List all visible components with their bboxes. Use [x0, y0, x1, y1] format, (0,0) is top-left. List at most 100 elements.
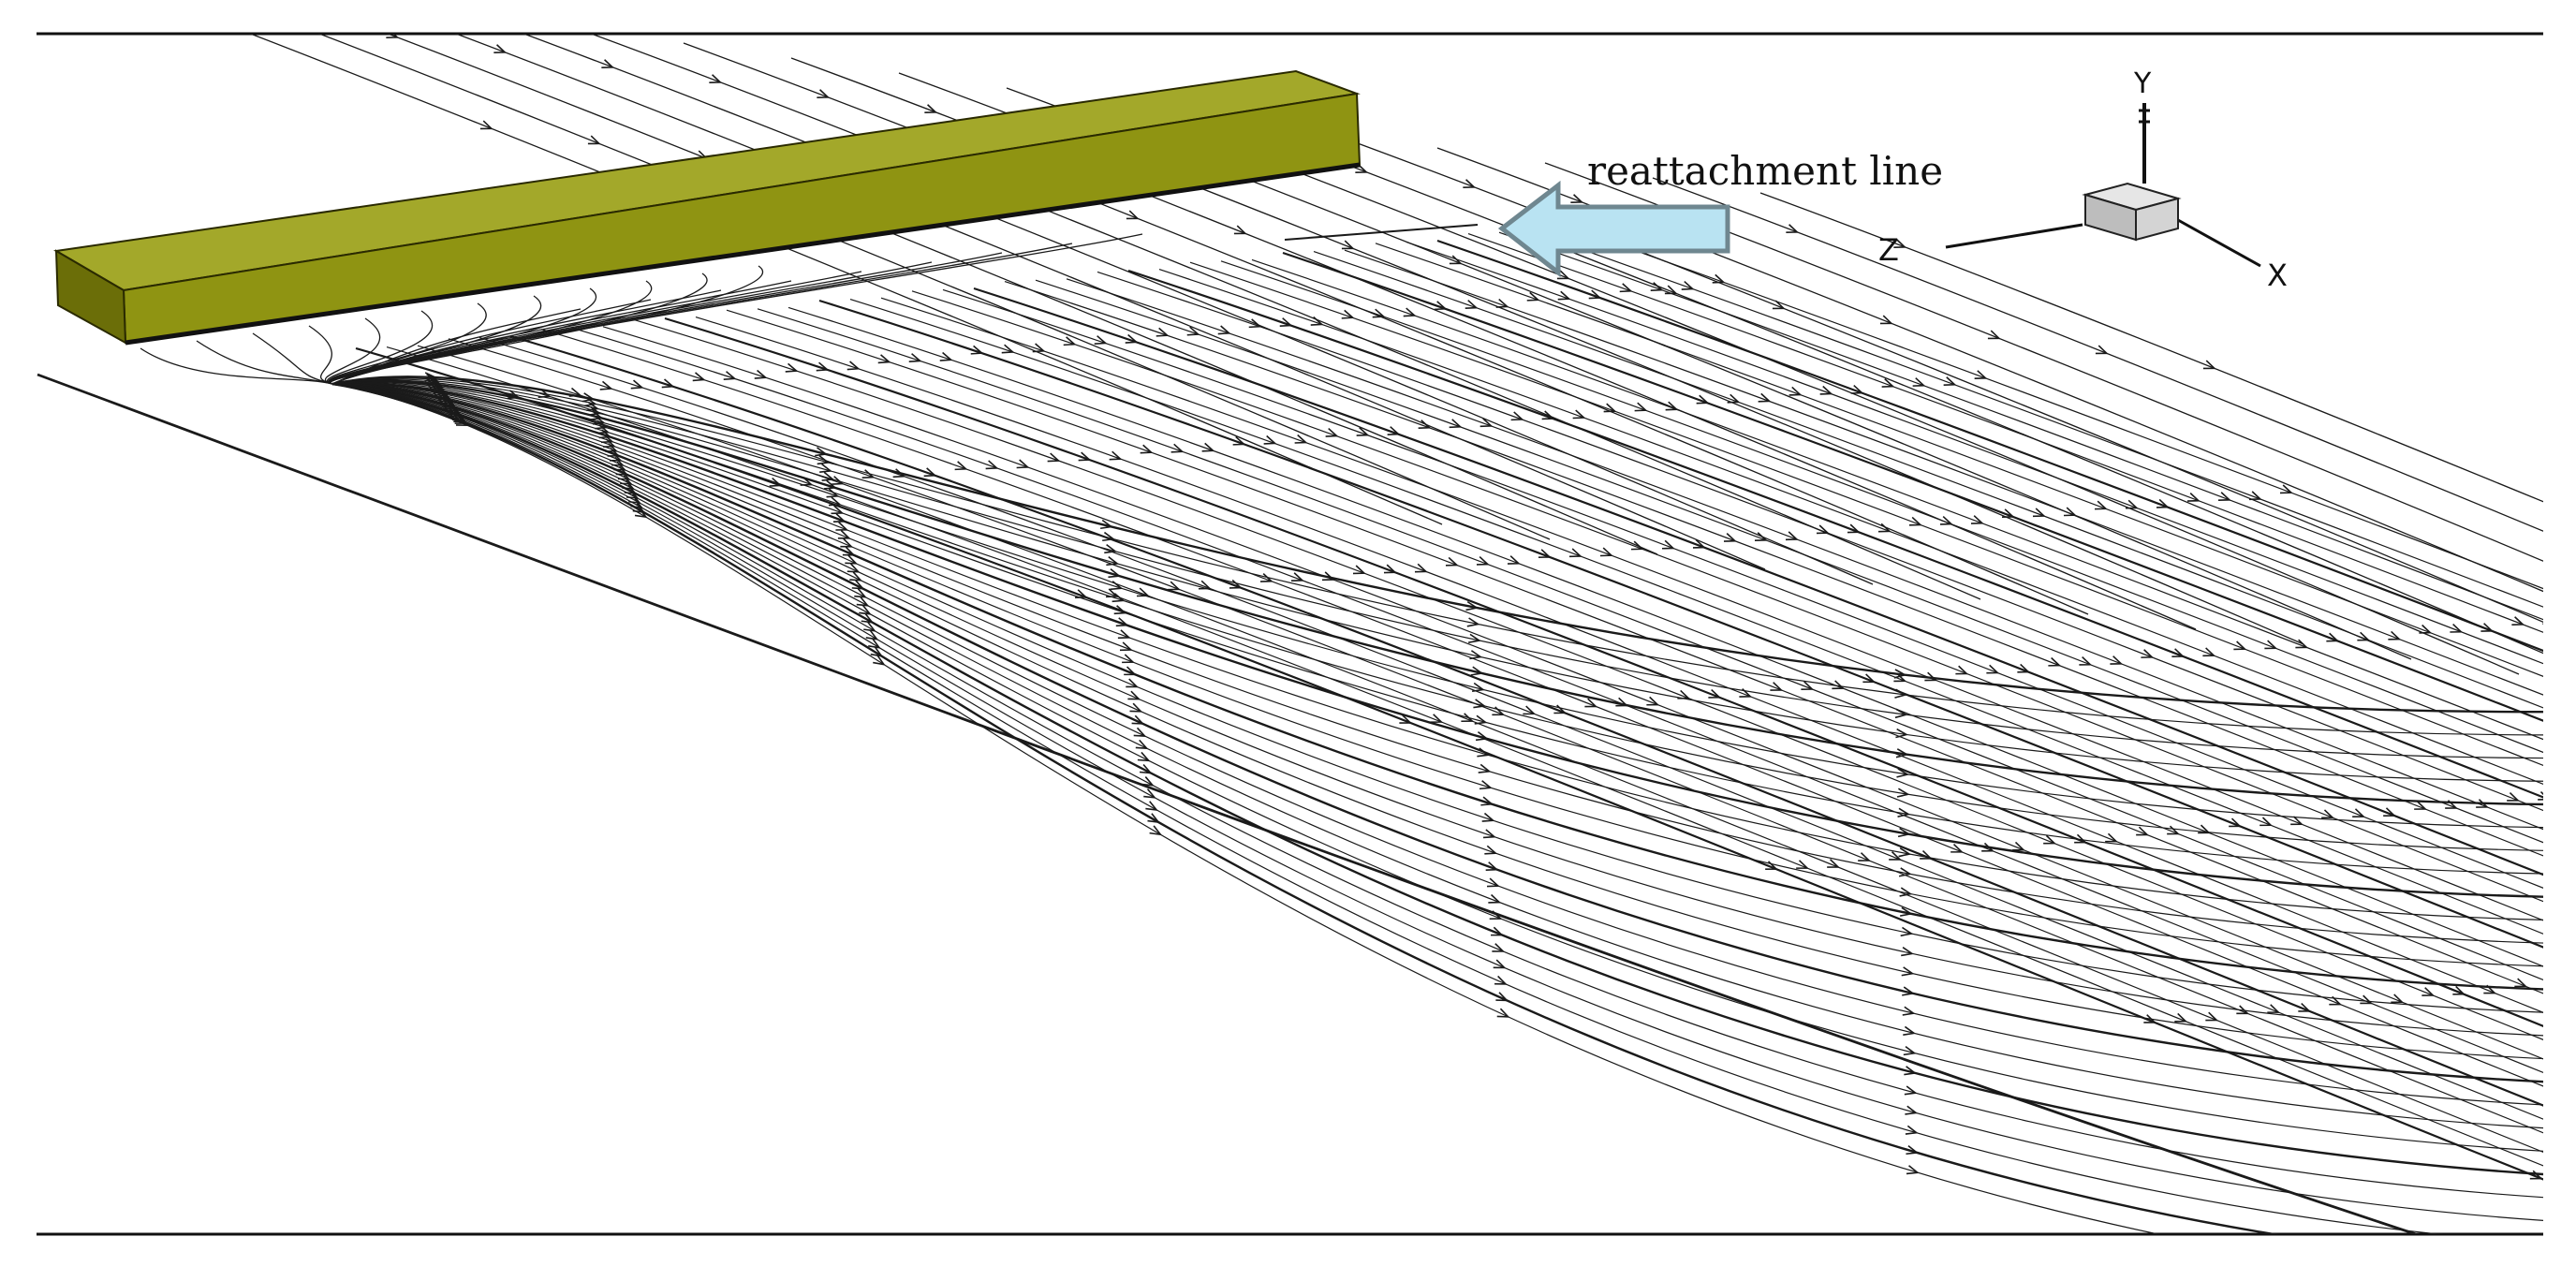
streamline-surface-arrow	[954, 461, 968, 471]
streamline-surface-arrow	[1140, 444, 1154, 454]
streamline-surface-arrow	[1047, 452, 1061, 463]
streamline-surface-arrow	[692, 372, 706, 382]
streamline-surface	[1097, 271, 2543, 812]
streamline-separation-fan-arrow	[1899, 906, 1913, 917]
streamline-separation-fan-arrow	[1493, 959, 1507, 969]
streamline-separation-fan-arrow	[856, 596, 870, 607]
streamline-surface-arrow	[2357, 631, 2371, 641]
annotation: reattachment line	[1497, 148, 1943, 278]
streamline-surface-arrow	[1201, 442, 1215, 452]
streamline-separation-fan-arrow	[598, 429, 612, 439]
streamline-recirculation	[308, 325, 333, 385]
streamline-separation-fan-arrow	[851, 580, 865, 590]
streamline-separation-fan-arrow	[1894, 688, 1907, 699]
streamline-surface-arrow	[816, 361, 830, 372]
streamline-separation-fan-arrow	[1473, 699, 1487, 709]
streamline-surface-arrow	[1862, 673, 1877, 684]
streamline-surface	[1035, 279, 2543, 844]
streamline-separation-fan-arrow	[1466, 617, 1480, 627]
streamline-surface-arrow	[1801, 681, 1815, 690]
streamline-separation-fan-arrow	[603, 438, 617, 448]
streamline-separation-fan-arrow	[863, 621, 876, 632]
streamline-surface-arrow	[2202, 647, 2216, 657]
streamline-separation-fan-arrow	[1102, 531, 1116, 542]
streamline-surface-arrow	[1665, 401, 1679, 411]
streamline-separation-fan-arrow	[581, 392, 596, 403]
streamline-separation-fan-arrow	[821, 471, 835, 481]
z-axis-line	[1945, 223, 2083, 249]
streamline-surface-arrow	[1063, 336, 1077, 346]
streamline-surface-arrow	[1418, 420, 1432, 430]
streamline-recirculation	[324, 317, 381, 385]
streamline-surface-arrow	[2279, 484, 2293, 494]
streamline-separation-fan-arrow	[595, 420, 609, 430]
streamline-surface-arrow	[2186, 493, 2201, 502]
streamline-separation-fan-arrow	[835, 522, 849, 531]
streamline-surface-arrow	[1796, 860, 1809, 869]
streamline-separation-fan-arrow	[1902, 986, 1916, 996]
annotation-label: reattachment line	[1587, 148, 1943, 194]
streamline-separation-fan-arrow	[607, 447, 621, 457]
streamline-surface-arrow	[1352, 565, 1366, 575]
streamline-separation-fan-arrow	[1896, 768, 1910, 778]
streamline-separation-fan-arrow	[1475, 730, 1489, 742]
streamline-surface-arrow	[1263, 434, 1277, 445]
streamline-surface-arrow	[1465, 300, 1479, 309]
streamline-recirculation	[252, 332, 333, 385]
streamline-surface-arrow	[1692, 538, 1706, 549]
streamline-surface-arrow	[723, 371, 737, 381]
streamline-upstream-arrow	[2202, 360, 2216, 370]
streamline-surface-arrow	[1816, 524, 1830, 535]
streamline-surface-arrow	[2125, 499, 2139, 509]
streamline-surface-arrow	[846, 361, 861, 371]
streamline-surface-arrow	[1290, 572, 1304, 582]
streamline-surface-arrow	[1646, 696, 1660, 706]
streamline-separation-fan-arrow	[1122, 654, 1135, 664]
streamline-surface-arrow	[1461, 713, 1475, 723]
streamline-surface-arrow	[1449, 419, 1463, 429]
x-axis-line	[2177, 218, 2261, 268]
streamline-surface-arrow	[1403, 307, 1417, 317]
streamline-separation-fan-arrow	[634, 508, 648, 519]
streamline-surface-arrow	[2452, 985, 2466, 995]
plate-leading-edge	[37, 373, 2417, 1234]
streamline-surface-arrow	[861, 469, 876, 479]
streamline-surface-arrow	[2388, 630, 2402, 640]
streamline-separation-fan-arrow	[837, 529, 851, 539]
streamline-surface	[509, 334, 2543, 1107]
streamline-surface-arrow	[1156, 327, 1170, 337]
streamline-surface-arrow	[1912, 377, 1926, 387]
streamline-separation-fan-arrow	[1474, 714, 1488, 725]
streamline-surface-arrow	[1399, 714, 1413, 724]
streamline-separation-fan-arrow	[1470, 666, 1484, 676]
streamline-separation-fan-arrow	[1902, 1006, 1916, 1016]
streamline-surface-arrow	[1754, 532, 1768, 541]
streamline-surface-arrow	[2321, 809, 2335, 819]
streamline-separation-fan-arrow	[1106, 555, 1120, 567]
streamline-surface-arrow	[1619, 283, 1633, 293]
streamline-surface-arrow	[1538, 549, 1552, 559]
streamline-separation-fan-arrow	[842, 546, 856, 556]
streamline-surface-arrow	[1572, 409, 1586, 420]
streamline-surface	[880, 297, 2543, 921]
streamline-surface	[1313, 251, 2543, 709]
streamline-separation-fan-arrow	[1469, 650, 1483, 660]
streamline-surface-arrow	[1981, 842, 1995, 852]
streamline-separation-fan-arrow	[1117, 629, 1131, 640]
streamline-surface-arrow	[1770, 682, 1784, 691]
streamline-surface-arrow	[2198, 824, 2212, 834]
streamline-separation-fan-arrow	[592, 415, 606, 425]
streamline-surface	[478, 336, 2543, 1120]
streamline-surface-arrow	[2032, 508, 2046, 518]
streamline-surface-arrow	[2048, 656, 2062, 667]
streamline-surface-arrow	[1955, 665, 1969, 675]
streamline-surface-arrow	[2094, 500, 2108, 510]
streamline-surface-arrow	[2414, 801, 2428, 810]
streamline-separation-fan-arrow	[1898, 847, 1912, 858]
streamline-surface-arrow	[1889, 851, 1903, 861]
streamline-upstream-arrow	[1664, 285, 1678, 295]
streamline-upstream-arrow	[1893, 239, 1907, 248]
streamline-recirculation	[331, 299, 652, 385]
streamline-separation-fan-arrow	[1906, 1165, 1920, 1175]
